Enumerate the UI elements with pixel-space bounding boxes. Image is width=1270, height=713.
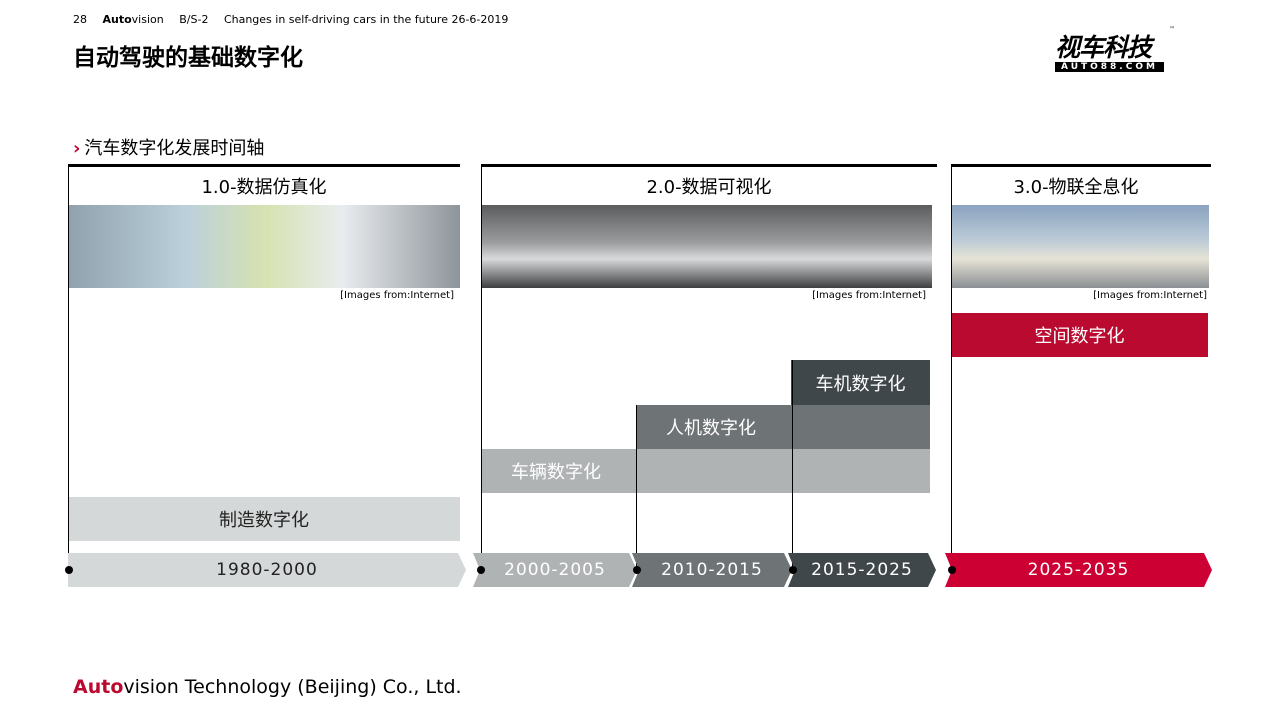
phase-title: 2.0-数据可视化 [646, 177, 772, 198]
infotainment-digitization-box: 车机数字化 [791, 360, 930, 405]
footer-company: Autovision Technology (Beijing) Co., Ltd… [73, 676, 462, 698]
phase-title: 3.0-物联全息化 [1013, 177, 1139, 198]
divider [68, 164, 460, 167]
vehicle-digitization-box: 车辆数字化 [481, 449, 930, 493]
timeline-marker-line [481, 166, 482, 570]
timeline-marker-line [68, 166, 69, 570]
timeline-dot [65, 566, 73, 574]
logo: 视车科技 AUTO88.COM ™ [1055, 26, 1175, 72]
image-caption: [Images from:Internet] [340, 290, 454, 301]
divider [481, 164, 937, 167]
timeline-marker-line [951, 166, 952, 570]
divider [951, 164, 1211, 167]
manufacturing-digitization-box: 制造数字化 [68, 497, 460, 541]
page-number: 28 [73, 13, 87, 26]
timeline-dot [633, 566, 641, 574]
simulation-image [69, 205, 460, 288]
timeline-marker-line [636, 405, 637, 570]
brand: Autovision [102, 13, 164, 26]
timeline-dot [948, 566, 956, 574]
doc-subtitle: Changes in self-driving cars in the futu… [223, 13, 509, 26]
showroom-image [481, 205, 932, 288]
image-caption: [Images from:Internet] [812, 290, 926, 301]
timeline-arrow: 1980-2000 [68, 553, 466, 587]
slide-header: 28 Autovision B/S-2 Changes in self-driv… [73, 13, 520, 26]
image-caption: [Images from:Internet] [1093, 290, 1207, 301]
timeline-arrow: 2025-2035 [945, 553, 1212, 587]
space-digitization-box: 空间数字化 [951, 313, 1208, 357]
doc-code: B/S-2 [179, 13, 209, 26]
timeline-dot [789, 566, 797, 574]
timeline-dot [477, 566, 485, 574]
section-heading: ›汽车数字化发展时间轴 [73, 138, 265, 159]
chevron-right-icon: › [73, 138, 81, 159]
timeline-arrow: 2015-2025 [788, 553, 936, 587]
holographic-image [951, 205, 1209, 288]
hmi-digitization-box: 人机数字化 [636, 405, 930, 449]
timeline-arrow: 2000-2005 [473, 553, 637, 587]
page-title: 自动驾驶的基础数字化 [73, 45, 303, 71]
phase-title: 1.0-数据仿真化 [201, 177, 327, 198]
timeline-arrow: 2010-2015 [632, 553, 792, 587]
timeline-marker-line [792, 360, 793, 570]
